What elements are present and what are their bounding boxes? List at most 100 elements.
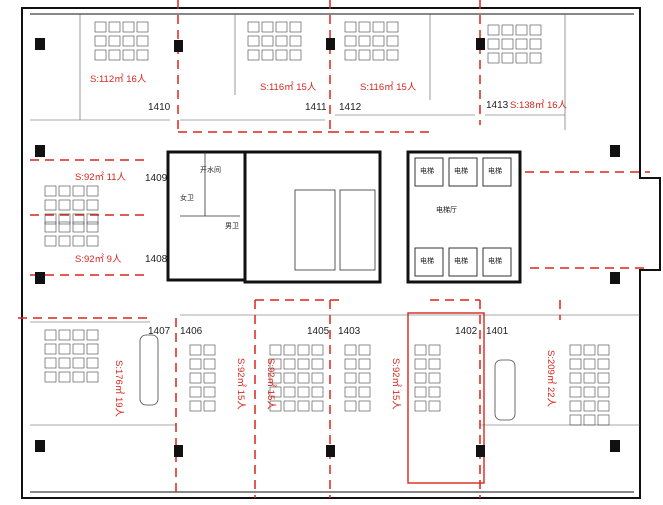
desk	[344, 386, 357, 398]
desk	[44, 213, 57, 225]
desk	[358, 372, 371, 384]
core-block	[166, 150, 382, 284]
desk	[487, 38, 500, 50]
desk	[44, 221, 57, 233]
desk	[358, 344, 371, 356]
desk	[44, 185, 57, 197]
area-label-1406: S:92㎡ 15人	[235, 358, 246, 410]
outer-walls	[21, 7, 661, 499]
desk	[297, 372, 310, 384]
area-label-1405: S:92㎡ 15人	[265, 358, 276, 410]
desk	[203, 400, 216, 412]
desk	[108, 21, 121, 33]
desk	[597, 400, 610, 412]
area-label-1411: S:116㎡ 15人	[260, 82, 317, 93]
desk	[122, 35, 135, 47]
desk	[358, 35, 371, 47]
desk	[597, 372, 610, 384]
desk	[372, 35, 385, 47]
desk	[297, 400, 310, 412]
desk	[597, 344, 610, 356]
label-elev-1: 电梯	[420, 166, 434, 175]
desk	[597, 414, 610, 426]
desk	[189, 386, 202, 398]
room-numbers: 1410 1411 1412 1413 1409 1408 1407 1406 …	[145, 100, 509, 337]
room-no-1411: 1411	[305, 102, 327, 113]
label-nvce: 女卫	[180, 193, 194, 202]
desk	[597, 386, 610, 398]
desk	[283, 386, 296, 398]
desk	[297, 386, 310, 398]
desk	[344, 372, 357, 384]
desk	[428, 358, 441, 370]
desk	[283, 400, 296, 412]
room-no-1406: 1406	[180, 326, 203, 337]
desk	[414, 372, 427, 384]
desk	[414, 386, 427, 398]
desk	[261, 21, 274, 33]
desk	[428, 386, 441, 398]
desk	[386, 35, 399, 47]
desk	[247, 35, 260, 47]
desk	[311, 400, 324, 412]
desk	[58, 199, 71, 211]
label-kaishui: 开水间	[200, 165, 221, 174]
area-label-1413: S:138㎡ 16人	[510, 100, 568, 111]
desk	[358, 358, 371, 370]
desk	[289, 49, 302, 61]
desk	[72, 357, 85, 369]
label-elev-6: 电梯	[488, 256, 502, 265]
desk	[72, 235, 85, 247]
elevator-block	[406, 150, 522, 284]
desk	[344, 49, 357, 61]
desk	[529, 24, 542, 36]
room-no-1407: 1407	[148, 326, 171, 337]
desk	[311, 358, 324, 370]
red-partition-lines	[18, 0, 650, 498]
desk	[72, 221, 85, 233]
desk	[44, 329, 57, 341]
desk	[86, 371, 99, 383]
desk	[344, 400, 357, 412]
desk	[569, 414, 582, 426]
desk	[86, 235, 99, 247]
desk	[72, 199, 85, 211]
desk	[86, 343, 99, 355]
desk	[261, 49, 274, 61]
desk	[203, 372, 216, 384]
desk	[72, 185, 85, 197]
desk	[487, 24, 500, 36]
desk	[569, 400, 582, 412]
desk	[189, 400, 202, 412]
desk	[275, 35, 288, 47]
desk	[58, 343, 71, 355]
desk	[203, 386, 216, 398]
desk	[583, 386, 596, 398]
top-room-walls	[30, 14, 566, 130]
area-label-1409: S:92㎡ 11人	[75, 172, 127, 183]
room-1402-highlight	[407, 312, 485, 484]
desk	[501, 52, 514, 64]
desk	[283, 344, 296, 356]
room-no-1405: 1405	[307, 326, 330, 337]
desk	[247, 49, 260, 61]
desk	[58, 235, 71, 247]
desk	[72, 371, 85, 383]
desk	[428, 372, 441, 384]
area-label-1408: S:92㎡ 9人	[75, 254, 122, 265]
meeting-table	[139, 334, 159, 406]
desk	[344, 21, 357, 33]
desk	[289, 35, 302, 47]
desk	[58, 221, 71, 233]
desk	[311, 344, 324, 356]
room-no-1401: 1401	[486, 326, 509, 337]
desk	[136, 35, 149, 47]
desk	[94, 49, 107, 61]
desk-clusters	[44, 21, 610, 426]
label-elev-3: 电梯	[488, 166, 502, 175]
desk	[311, 386, 324, 398]
desk	[269, 386, 282, 398]
structural-columns	[35, 38, 620, 457]
desk	[487, 52, 500, 64]
